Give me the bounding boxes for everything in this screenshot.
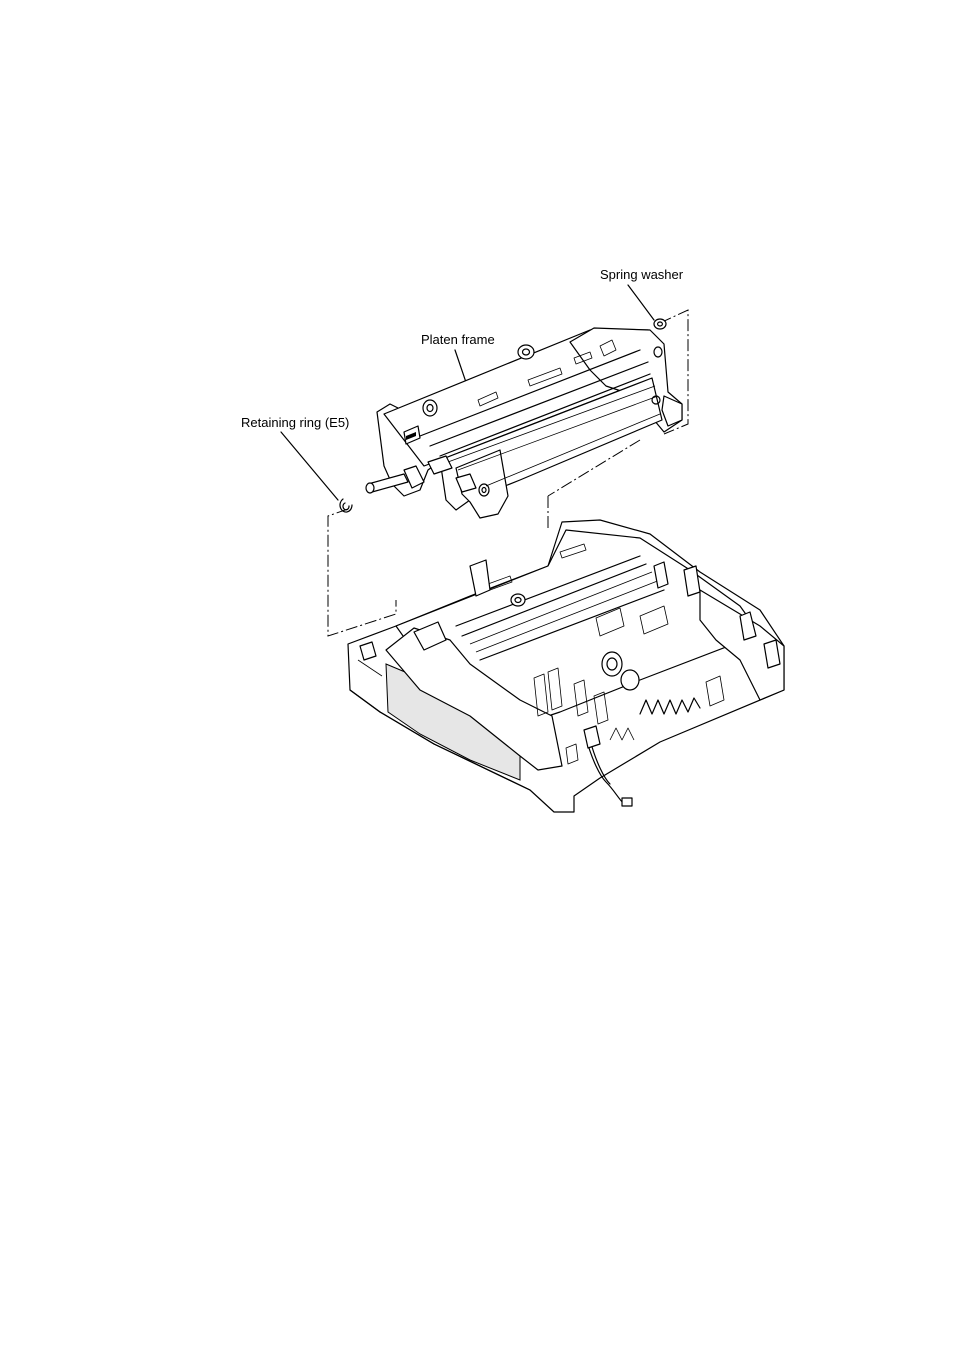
retaining-ring-part: [340, 499, 352, 512]
retaining-ring-label: Retaining ring (E5): [241, 415, 349, 430]
spring-washer-label: Spring washer: [600, 267, 683, 282]
machine-base-part: [348, 520, 784, 812]
platen-frame-part: [366, 328, 682, 518]
spring-washer-part: [654, 319, 666, 329]
platen-frame-label: Platen frame: [421, 332, 495, 347]
